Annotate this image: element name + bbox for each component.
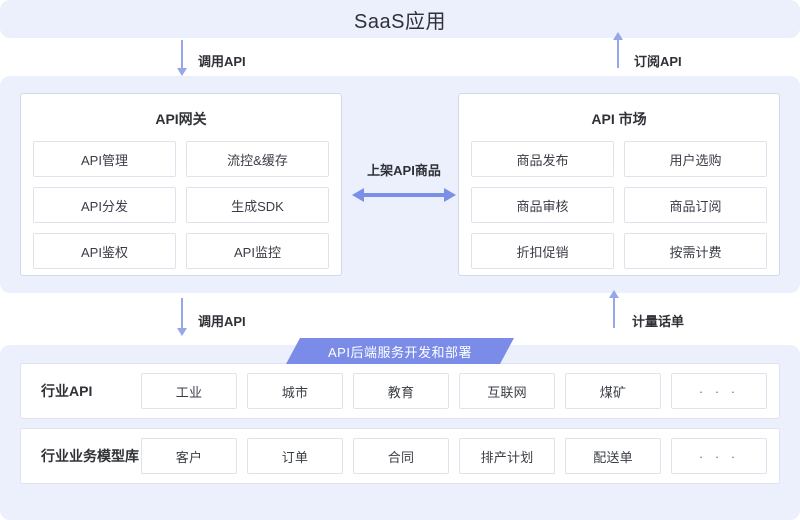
api-market-cell-grid: 商品发布 用户选购 商品审核 商品订阅 折扣促销 按需计费 bbox=[459, 141, 779, 281]
industry-model-cell[interactable]: 排产计划 bbox=[459, 438, 555, 474]
api-gateway-title: API网关 bbox=[155, 111, 207, 127]
industry-api-cell[interactable]: 煤矿 bbox=[565, 373, 661, 409]
industry-api-cell[interactable]: 互联网 bbox=[459, 373, 555, 409]
industry-model-row-label: 行业业务模型库 bbox=[41, 448, 139, 464]
industry-model-cells: 客户 订单 合同 排产计划 配送单 · · · bbox=[141, 438, 767, 474]
industry-api-cell[interactable]: 城市 bbox=[247, 373, 343, 409]
gateway-cell[interactable]: API管理 bbox=[33, 141, 176, 177]
industry-model-row: 行业业务模型库 客户 订单 合同 排产计划 配送单 · · · bbox=[20, 428, 780, 484]
arrow-label-metering-bill: 计量话单 bbox=[632, 314, 685, 329]
arrow-label-publish-api-product: 上架API商品 bbox=[367, 163, 441, 178]
arrow-head-up-icon bbox=[609, 290, 619, 298]
gateway-cell[interactable]: 生成SDK bbox=[186, 187, 329, 223]
arrow-label-call-api-lower: 调用API bbox=[198, 314, 246, 329]
industry-model-cell[interactable]: 客户 bbox=[141, 438, 237, 474]
industry-api-cell[interactable]: 工业 bbox=[141, 373, 237, 409]
gateway-cell[interactable]: API鉴权 bbox=[33, 233, 176, 269]
gateway-cell[interactable]: 流控&缓存 bbox=[186, 141, 329, 177]
market-cell[interactable]: 商品审核 bbox=[471, 187, 614, 223]
arrow-call-api-upper bbox=[177, 40, 187, 76]
gateway-cell[interactable]: API监控 bbox=[186, 233, 329, 269]
market-cell[interactable]: 按需计费 bbox=[624, 233, 767, 269]
arrow-metering-bill bbox=[609, 290, 619, 328]
saas-application-band: SaaS应用 bbox=[0, 0, 800, 38]
backend-service-ribbon: API后端服务开发和部署 bbox=[286, 338, 514, 364]
industry-model-cell[interactable]: 配送单 bbox=[565, 438, 661, 474]
industry-api-cells: 工业 城市 教育 互联网 煤矿 · · · bbox=[141, 373, 767, 409]
api-gateway-cell-grid: API管理 流控&缓存 API分发 生成SDK API鉴权 API监控 bbox=[21, 141, 341, 281]
arrow-call-api-lower bbox=[177, 298, 187, 336]
industry-api-row: 行业API 工业 城市 教育 互联网 煤矿 · · · bbox=[20, 363, 780, 419]
market-cell[interactable]: 用户选购 bbox=[624, 141, 767, 177]
arrow-head-right-icon bbox=[444, 188, 456, 202]
gateway-cell[interactable]: API分发 bbox=[33, 187, 176, 223]
api-market-card: API 市场 商品发布 用户选购 商品审核 商品订阅 折扣促销 按需计费 bbox=[458, 93, 780, 276]
industry-model-cell-more[interactable]: · · · bbox=[671, 438, 767, 474]
industry-api-cell-more[interactable]: · · · bbox=[671, 373, 767, 409]
arrow-head-left-icon bbox=[352, 188, 364, 202]
arrow-subscribe-api bbox=[613, 32, 623, 68]
api-gateway-card: API网关 API管理 流控&缓存 API分发 生成SDK API鉴权 API监… bbox=[20, 93, 342, 276]
platform-band: API网关 API管理 流控&缓存 API分发 生成SDK API鉴权 API监… bbox=[0, 76, 800, 293]
arrow-head-down-icon bbox=[177, 328, 187, 336]
api-market-title: API 市场 bbox=[591, 111, 647, 127]
industry-assets-band: 行业API 工业 城市 教育 互联网 煤矿 · · · 行业业务模型库 客户 订… bbox=[0, 345, 800, 520]
page-title: SaaS应用 bbox=[354, 10, 446, 33]
industry-api-cell[interactable]: 教育 bbox=[353, 373, 449, 409]
arrow-head-down-icon bbox=[177, 68, 187, 76]
arrow-publish-api-product bbox=[352, 188, 456, 202]
arrow-label-call-api-upper: 调用API bbox=[198, 54, 246, 69]
arrow-head-up-icon bbox=[613, 32, 623, 40]
industry-model-cell[interactable]: 合同 bbox=[353, 438, 449, 474]
market-cell[interactable]: 折扣促销 bbox=[471, 233, 614, 269]
arrow-label-subscribe-api: 订阅API bbox=[634, 54, 682, 69]
arrow-shaft bbox=[362, 193, 446, 197]
market-cell[interactable]: 商品发布 bbox=[471, 141, 614, 177]
market-cell[interactable]: 商品订阅 bbox=[624, 187, 767, 223]
industry-api-row-label: 行业API bbox=[41, 383, 93, 399]
industry-model-cell[interactable]: 订单 bbox=[247, 438, 343, 474]
